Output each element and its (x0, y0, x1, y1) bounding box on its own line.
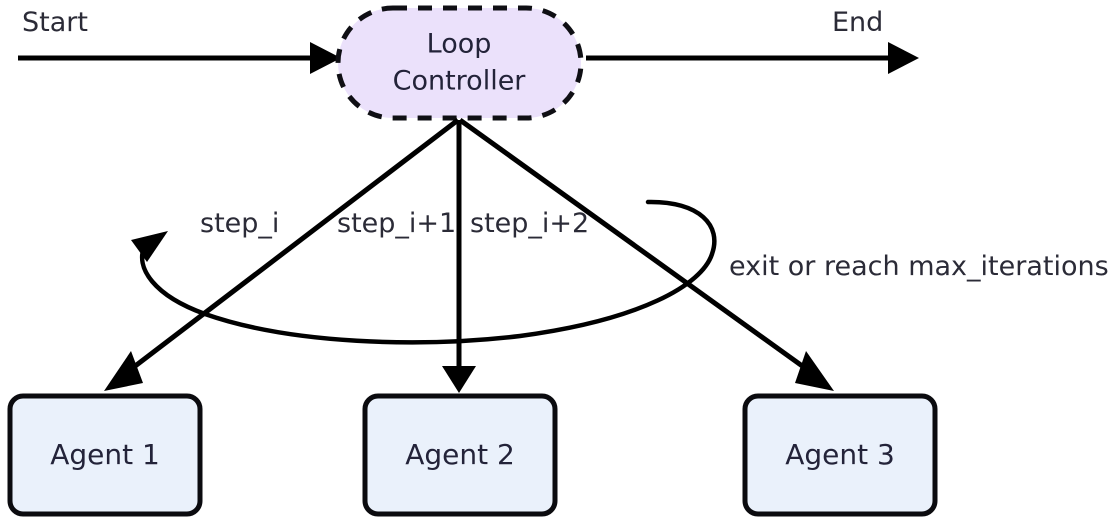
edge-label-step-i: step_i (200, 208, 279, 239)
edge-agent-2-arrowhead-icon (442, 366, 476, 393)
edge-agent-1-line (124, 118, 460, 375)
agent-2-shape[interactable] (362, 393, 558, 517)
loop-controller-shape[interactable] (335, 5, 584, 121)
loop-controller-label-line1: Loop (427, 29, 492, 60)
edge-agent-1-arrowhead-icon (104, 351, 143, 391)
edge-label-step-i-plus-2: step_i+2 (470, 208, 589, 239)
edge-feedback-curve (139, 199, 717, 345)
start-label: Start (22, 7, 88, 38)
agent-3-shape[interactable] (742, 393, 938, 517)
end-edge (586, 42, 919, 74)
edge-agent-3-arrowhead-icon (795, 351, 834, 391)
loop-controller-label-line2: Controller (393, 66, 527, 97)
node-agent-1[interactable]: Agent 1 (7, 393, 203, 517)
edge-feedback-loop (131, 199, 717, 345)
edge-controller-to-agent-3 (458, 117, 834, 391)
edge-agent-3-line (458, 117, 814, 376)
agent-1-label: Agent 1 (50, 438, 160, 471)
edge-controller-to-agent-2 (442, 120, 476, 393)
end-label: End (832, 7, 883, 38)
edge-label-step-i-plus-1: step_i+1 (337, 208, 456, 239)
edge-label-exit-condition: exit or reach max_iterations ? (729, 251, 1112, 282)
edge-controller-to-agent-1 (104, 118, 460, 391)
node-agent-2[interactable]: Agent 2 (362, 393, 558, 517)
node-loop-controller[interactable]: Loop Controller (335, 5, 584, 121)
agent-1-shape[interactable] (7, 393, 203, 517)
agent-3-label: Agent 3 (785, 438, 895, 471)
agent-2-label: Agent 2 (405, 438, 515, 471)
node-agent-3[interactable]: Agent 3 (742, 393, 938, 517)
end-arrowhead-icon (888, 42, 919, 74)
edge-feedback-arrowhead-icon (131, 231, 168, 262)
start-edge (18, 42, 341, 74)
start-arrowhead-icon (310, 42, 341, 74)
